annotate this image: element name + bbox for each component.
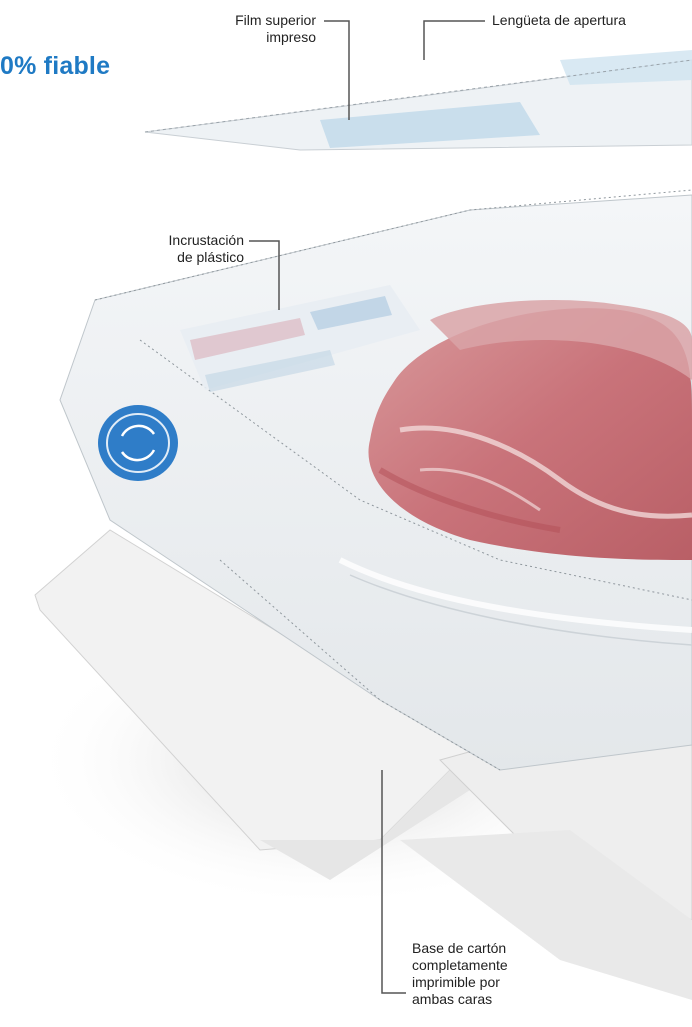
recycle-badge-icon [98,405,178,481]
callout-insert-label: Incrustación de plástico [169,232,244,266]
top-film [145,50,692,150]
callout-film-label: Film superior impreso [235,12,316,46]
callout-base-label: Base de cartón completamente imprimible … [412,940,508,1008]
headline: 0% fiable [0,52,110,81]
callout-tab-label: Lengüeta de apertura [492,12,626,29]
